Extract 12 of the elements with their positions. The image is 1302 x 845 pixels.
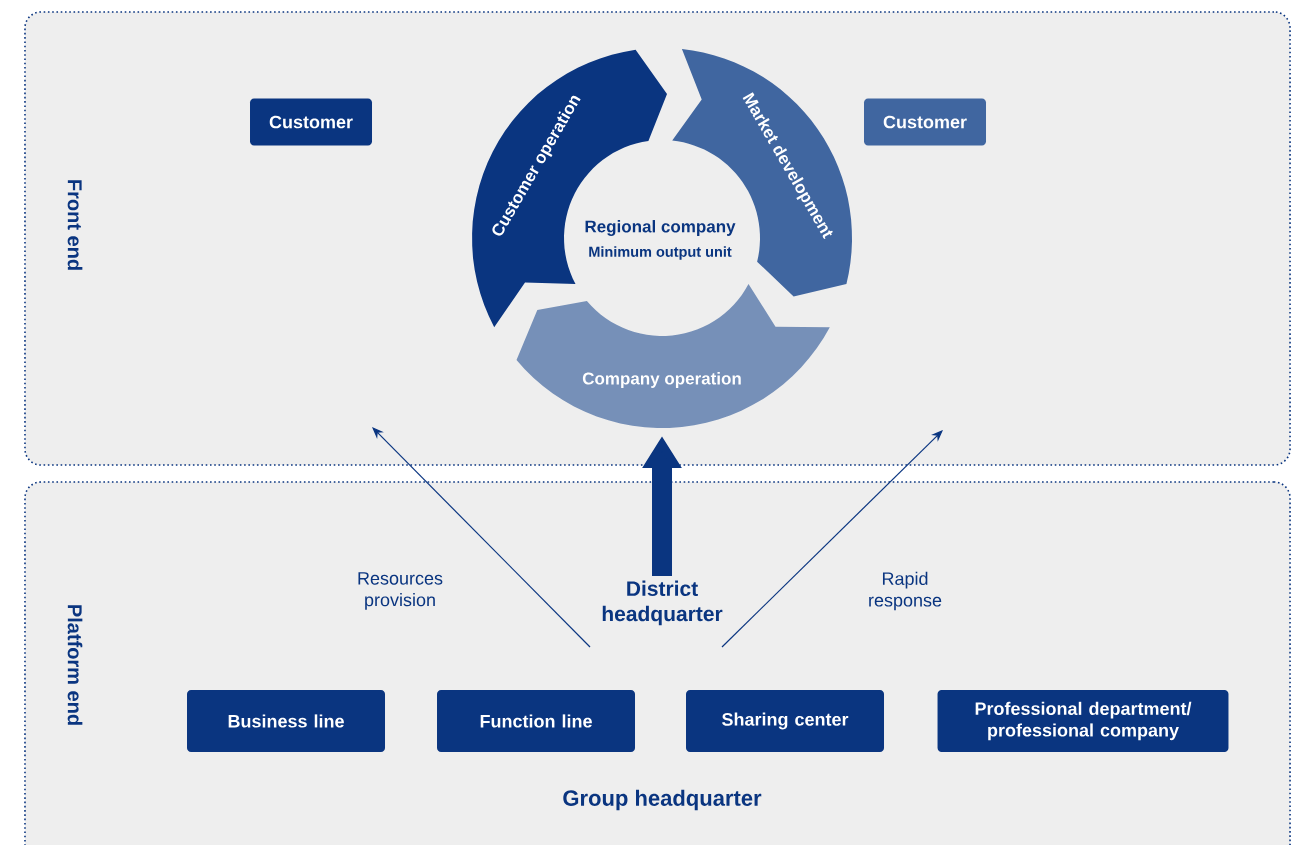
cycle-segment: Company operation [516,284,830,428]
edge-label: Resources provision [352,570,448,612]
heading-text: District headquarter [602,580,723,626]
label-box: Sharing center [686,690,884,752]
label-box: Customer [250,98,372,146]
label-box: Customer [864,98,986,146]
arrow [372,427,591,648]
label-box: Professional department/ professional company [937,690,1229,752]
arrow [721,430,943,648]
edge-label: Rapid response [857,570,953,612]
label-box: Business line [187,690,385,752]
label-box: Function line [437,690,635,752]
